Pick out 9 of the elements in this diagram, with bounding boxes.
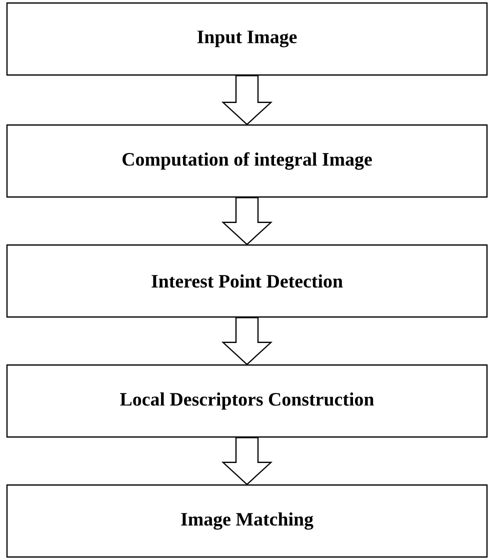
block-arrow — [221, 317, 273, 366]
block-arrow — [221, 75, 273, 126]
block-arrow — [221, 197, 273, 246]
process-box: Computation of integral Image — [6, 124, 488, 198]
process-box: Input Image — [6, 2, 488, 76]
process-box: Interest Point Detection — [6, 244, 488, 318]
process-box: Image Matching — [6, 484, 488, 558]
process-box: Local Descriptors Construction — [6, 364, 488, 438]
block-arrow — [221, 437, 273, 486]
